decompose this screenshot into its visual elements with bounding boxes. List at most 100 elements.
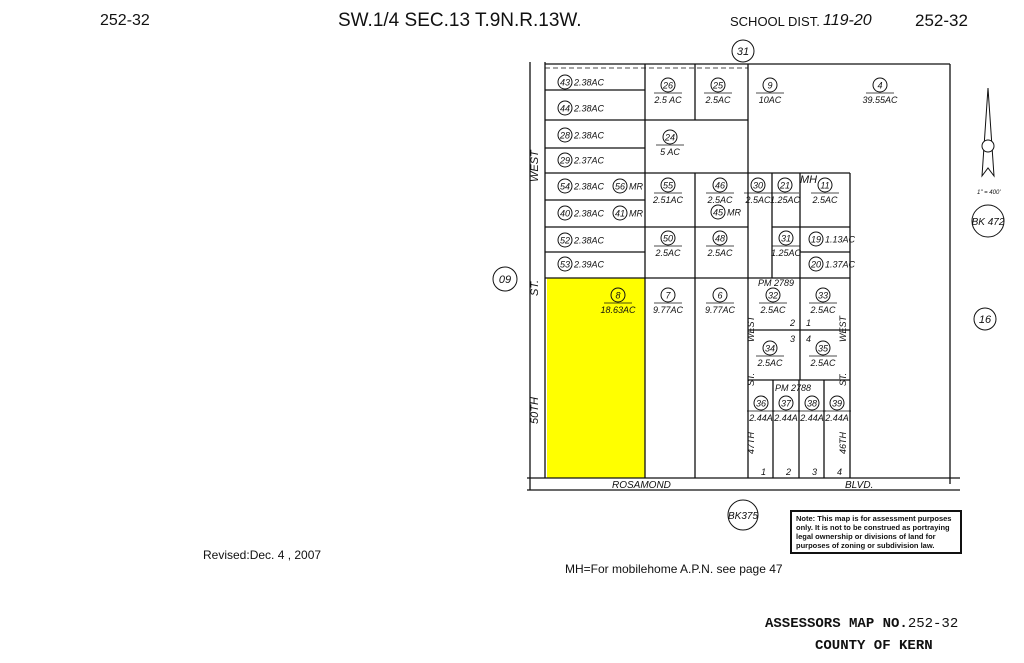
- parcel-6[interactable]: 6 9.77AC: [705, 287, 736, 315]
- parcel-number: 29: [559, 156, 570, 166]
- parcel-lines: [527, 62, 960, 491]
- parcel-31[interactable]: 311.25AC: [771, 230, 802, 258]
- parcel-number: 25: [712, 81, 724, 91]
- parcel-number-circle: [660, 287, 676, 303]
- adjacent-section-east[interactable]: 16: [973, 307, 997, 331]
- parcel-number: 54: [560, 182, 570, 192]
- parcel-number: 56: [615, 182, 625, 192]
- parcel-25[interactable]: 25 2.5AC: [704, 77, 732, 105]
- parcel-56[interactable]: 56 MR: [612, 178, 643, 194]
- parcel-33[interactable]: 332.5AC: [809, 287, 837, 315]
- parcel-36[interactable]: 362.44A: [747, 395, 775, 423]
- highlighted-parcel-8[interactable]: [547, 278, 645, 478]
- street-47th-west: WEST: [746, 314, 756, 342]
- parcel-number: 50: [663, 234, 673, 244]
- parcel-number-circle: [872, 77, 888, 93]
- parcel-46[interactable]: 462.5AC: [706, 177, 734, 205]
- parcel-number-circle: [612, 205, 628, 221]
- parcel-area: 9.77AC: [705, 305, 736, 315]
- street-46th: 46TH: [838, 431, 848, 454]
- parcel-11[interactable]: 112.5AC: [811, 177, 839, 205]
- adjacent-section-west[interactable]: 09: [492, 266, 518, 292]
- parcel-number: 31: [781, 234, 791, 244]
- parcel-number: 24: [664, 133, 675, 143]
- county-name: COUNTY OF KERN: [815, 638, 933, 654]
- parcel-number: 45: [713, 208, 724, 218]
- parcel-area: 2.5AC: [744, 195, 771, 205]
- parcel-26[interactable]: 262.5 AC: [653, 77, 682, 105]
- parcel-48[interactable]: 482.5AC: [706, 230, 734, 258]
- parcel-38[interactable]: 382.44A: [798, 395, 826, 423]
- parcel-area: 2.5AC: [759, 305, 786, 315]
- book-ref-east[interactable]: BK 472: [971, 204, 1005, 238]
- parcel-number: 55: [663, 181, 674, 191]
- parcel-50[interactable]: 502.5AC: [654, 230, 682, 258]
- book-ref-south[interactable]: BK375: [727, 499, 759, 531]
- parcel-8[interactable]: 818.63AC: [600, 287, 636, 315]
- lot-number: 2: [785, 467, 791, 477]
- parcel-area: MR: [727, 208, 741, 218]
- parcel-number-circle: [712, 287, 728, 303]
- street-50th-west: WEST: [529, 149, 541, 182]
- parcel-area: 10AC: [759, 95, 782, 105]
- parcel-37[interactable]: 372.44A: [772, 395, 800, 423]
- disclaimer-note: Note: This map is for assessment purpose…: [790, 510, 962, 554]
- parcel-32[interactable]: 32 2.5AC: [759, 287, 787, 315]
- lot-number: 4: [806, 334, 811, 344]
- parcel-number-circle: [710, 204, 726, 220]
- parcel-4[interactable]: 439.55AC: [862, 77, 898, 105]
- parcel-7[interactable]: 79.77AC: [653, 287, 684, 315]
- adjacent-section-north[interactable]: 31: [731, 39, 755, 63]
- parcel-number: 6: [717, 291, 722, 301]
- parcel-area: 2.5AC: [704, 95, 731, 105]
- parcel-number: 34: [765, 344, 775, 354]
- parcel-number: 11: [820, 181, 829, 191]
- parcel-number: 30: [753, 181, 763, 191]
- parcel-number-circle: [815, 287, 831, 303]
- parcel-number-circle: [557, 127, 573, 143]
- parcel-number-circle: [817, 177, 833, 193]
- parcel-number: 46: [715, 181, 725, 191]
- lot-number: 4: [837, 467, 842, 477]
- parcel-55[interactable]: 552.51AC: [652, 177, 684, 205]
- parcel-number-circle: [808, 256, 824, 272]
- svg-text:16: 16: [979, 314, 992, 326]
- parcel-number-circle: [762, 340, 778, 356]
- parcel-area: 2.44A: [824, 413, 849, 423]
- parcel-number: 35: [818, 344, 829, 354]
- parcel-39[interactable]: 392.44A: [823, 395, 851, 423]
- parcel-number-circle: [660, 177, 676, 193]
- parcel-area: MR: [629, 182, 643, 192]
- parcel-30[interactable]: 30 2.5AC: [744, 177, 772, 205]
- parcel-34[interactable]: 342.5AC: [756, 340, 784, 368]
- north-arrow-icon: [981, 87, 995, 178]
- assessors-map-number: ASSESSORS MAP NO.252-32: [765, 616, 958, 632]
- parcel-number-circle: [815, 340, 831, 356]
- parcel-area: 1.13AC: [825, 235, 856, 245]
- parcel-number-circle: [660, 230, 676, 246]
- parcel-24[interactable]: 245 AC: [656, 129, 684, 157]
- parcel-number-circle: [804, 395, 820, 411]
- parcel-number: 32: [768, 291, 778, 301]
- revised-date: Revised:Dec. 4 , 2007: [203, 548, 322, 562]
- parcel-number: 20: [810, 260, 821, 270]
- parcel-number-circle: [557, 205, 573, 221]
- parcel-number-circle: [612, 178, 628, 194]
- map-number-right: 252-32: [915, 11, 968, 30]
- parcel-21[interactable]: 211.25AC: [770, 177, 801, 205]
- parcel-35[interactable]: 352.5AC: [809, 340, 837, 368]
- parcel-area: 2.38AC: [573, 236, 605, 246]
